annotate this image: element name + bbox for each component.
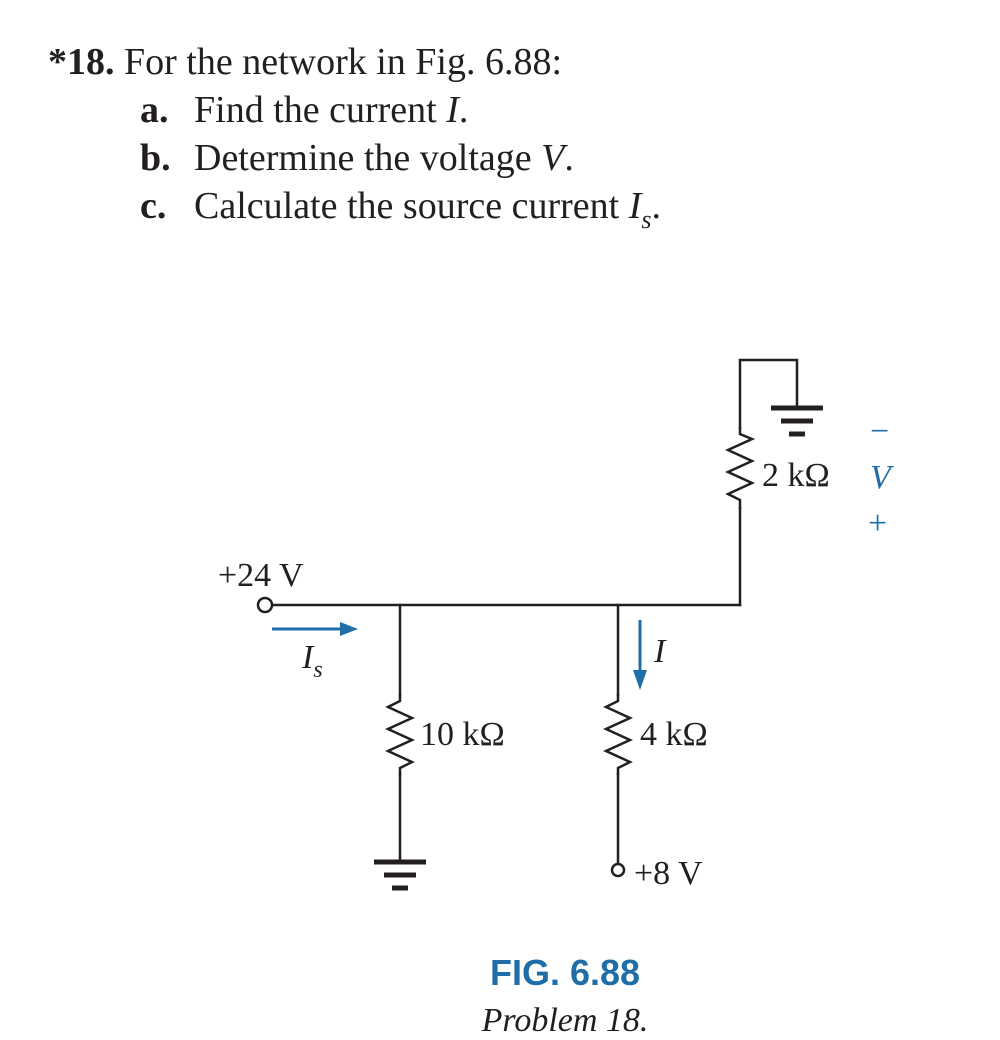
node-terminal	[610, 862, 626, 878]
branch-current-label: I	[653, 633, 667, 670]
part-subscript: s	[641, 205, 652, 234]
figure-title: FIG. 6.88	[489, 952, 641, 993]
node-voltage-label: +8 V	[634, 855, 703, 892]
figure-caption: Problem 18.	[481, 1002, 649, 1039]
resistor-10k	[384, 693, 416, 776]
wire-right-upper	[738, 358, 799, 430]
ground-symbol-top	[771, 405, 823, 437]
problem-number: *18.	[48, 41, 115, 83]
part-var: I	[446, 89, 459, 131]
source-current-label: Is	[301, 639, 323, 683]
problem-intro: For the network in Fig. 6.88:	[124, 41, 563, 83]
resistor-2k-label: 2 kΩ	[762, 457, 830, 494]
source-terminal	[256, 596, 274, 614]
part-a: a.Find the current I.	[140, 86, 468, 134]
problem-statement: *18. For the network in Fig. 6.88: a. Fin…	[48, 38, 661, 234]
part-var: V	[541, 137, 565, 179]
voltage-minus-sign: −	[870, 413, 889, 450]
voltage-symbol: V	[870, 459, 895, 496]
resistor-2k	[724, 426, 756, 510]
part-label: b.	[140, 137, 171, 179]
part-text: Find the current	[194, 89, 447, 131]
resistor-10k-label: 10 kΩ	[420, 716, 505, 753]
branch-current-arrow	[633, 620, 647, 690]
resistor-4k	[602, 693, 634, 776]
ground-symbol-bottom	[374, 859, 426, 891]
part-text: Calculate the source current	[194, 185, 629, 227]
voltage-plus-sign: +	[868, 505, 887, 542]
part-var: I	[628, 185, 642, 227]
part-c: c.Calculate the source current Is.	[140, 182, 661, 244]
part-b: b.Determine the voltage V.	[140, 134, 574, 182]
part-label: a.	[140, 89, 169, 131]
source-current-arrow	[272, 622, 358, 636]
source-voltage-label: +24 V	[218, 557, 304, 594]
resistor-4k-label: 4 kΩ	[640, 716, 708, 753]
part-text: Determine the voltage	[194, 137, 542, 179]
part-label: c.	[140, 185, 167, 227]
